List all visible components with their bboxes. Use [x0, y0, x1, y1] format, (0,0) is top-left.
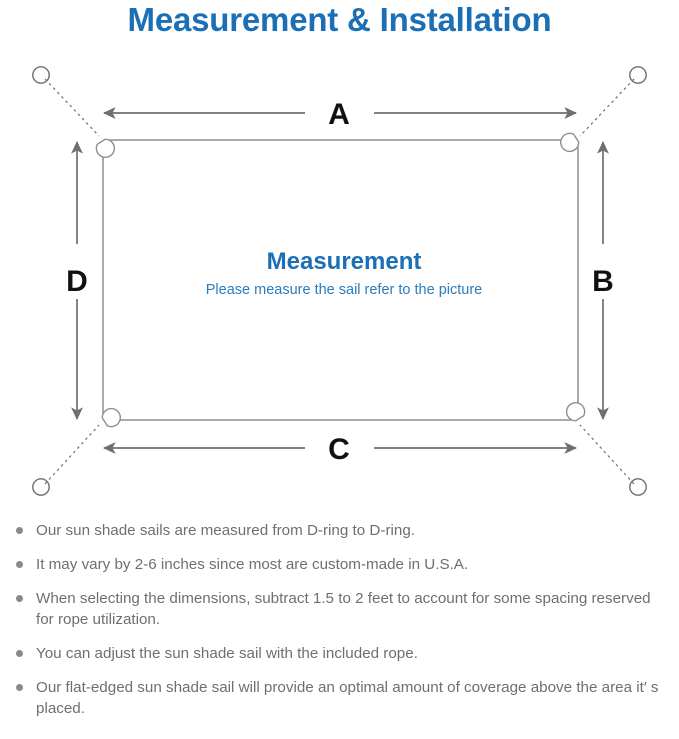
note-text: When selecting the dimensions, subtract …	[36, 590, 651, 628]
note-text: Our flat-edged sun shade sail will provi…	[36, 679, 659, 717]
list-item: Our sun shade sails are measured from D-…	[10, 520, 665, 554]
d-ring-bottom-left	[101, 407, 121, 428]
dashed-rope-bottom-right	[579, 424, 635, 485]
anchor-point-top-left	[32, 66, 50, 84]
diagram-container: A C D B Measurement Please me	[0, 44, 679, 514]
bullet-icon	[16, 595, 23, 602]
note-text: Our sun shade sails are measured from D-…	[36, 522, 415, 539]
d-ring-top-left	[95, 138, 116, 158]
list-item: When selecting the dimensions, subtract …	[10, 588, 665, 643]
anchor-point-top-right	[629, 66, 647, 84]
sail-measurement-subtext: Please measure the sail refer to the pic…	[206, 282, 482, 298]
note-text: It may vary by 2-6 inches since most are…	[36, 556, 469, 573]
corner-top-left-group	[32, 66, 100, 137]
dimension-arrow-b: B	[592, 140, 614, 421]
bullet-icon	[16, 561, 23, 568]
list-item: Our flat-edged sun shade sail will provi…	[10, 677, 665, 732]
dimension-label-d: D	[66, 265, 88, 298]
dimension-arrow-c: C	[102, 433, 578, 466]
bullet-icon	[16, 650, 23, 657]
dashed-rope-top-right	[579, 78, 635, 137]
dimension-label-b: B	[592, 265, 614, 298]
sail-diagram-svg: A C D B Measurement Please me	[32, 66, 647, 496]
dimension-label-a: A	[328, 98, 350, 131]
d-ring-top-right	[560, 132, 580, 153]
sail-measurement-heading: Measurement	[267, 248, 422, 275]
corner-bottom-right-group	[579, 424, 647, 496]
corner-bottom-left-group	[32, 424, 100, 496]
dimension-label-c: C	[328, 433, 350, 466]
dimension-arrow-d: D	[66, 140, 88, 421]
anchor-point-bottom-right	[629, 478, 647, 496]
dashed-rope-top-left	[44, 78, 100, 137]
corner-top-right-group	[579, 66, 647, 137]
list-item: It may vary by 2-6 inches since most are…	[10, 554, 665, 588]
sail-body	[102, 139, 579, 421]
bullet-icon	[16, 684, 23, 691]
d-ring-bottom-right	[565, 402, 586, 422]
bullet-icon	[16, 527, 23, 534]
dimension-arrow-a: A	[102, 98, 578, 131]
dashed-rope-bottom-left	[44, 424, 100, 485]
list-item: You can adjust the sun shade sail with t…	[10, 643, 665, 677]
page-title: Measurement & Installation	[127, 1, 552, 38]
anchor-point-bottom-left	[32, 478, 50, 496]
notes-list: Our sun shade sails are measured from D-…	[0, 520, 679, 732]
note-text: You can adjust the sun shade sail with t…	[36, 645, 418, 662]
